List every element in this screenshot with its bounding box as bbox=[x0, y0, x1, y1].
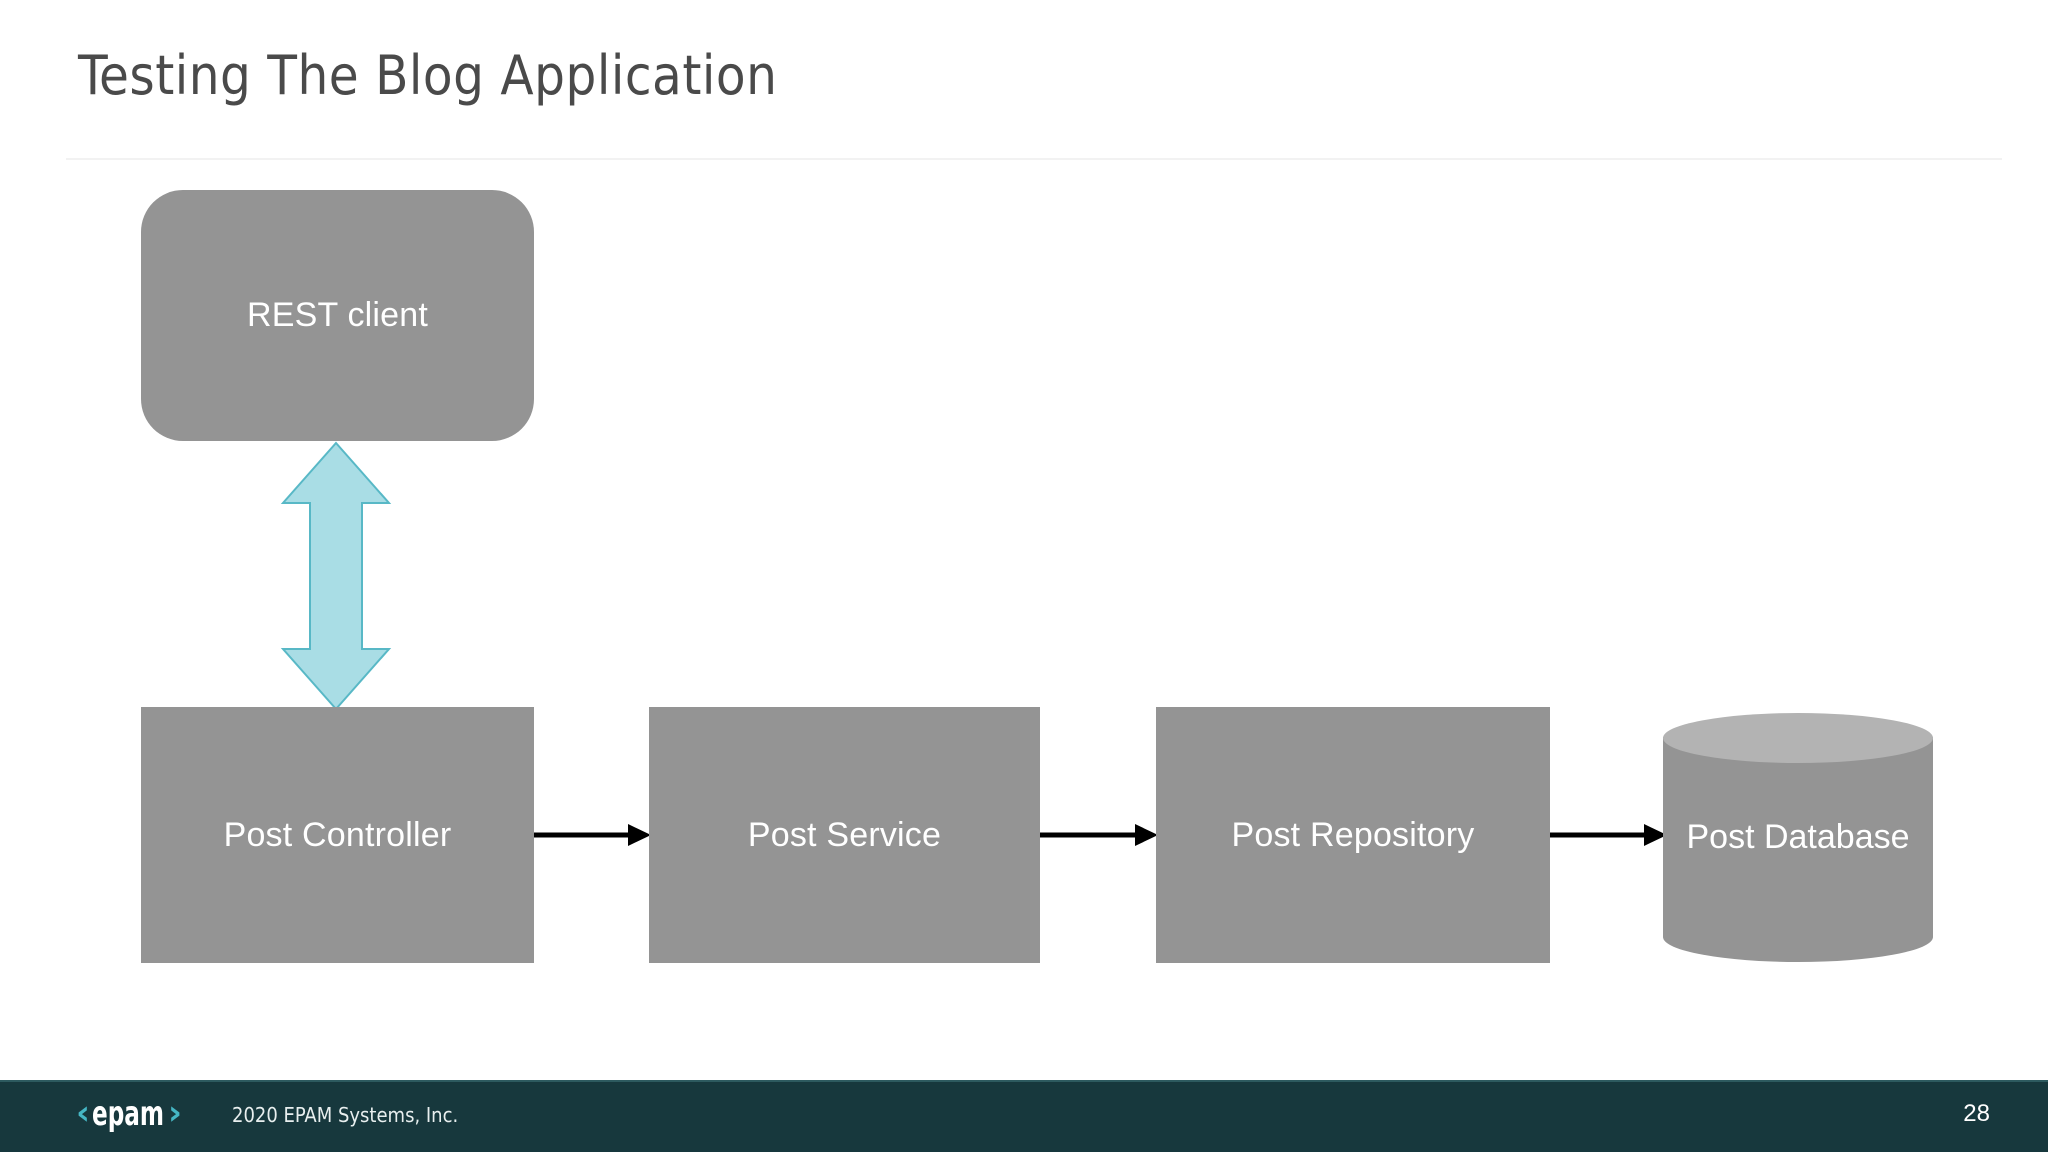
page-number: 28 bbox=[1963, 1100, 1990, 1127]
double-headed-arrow-icon bbox=[280, 441, 392, 711]
cylinder-top-ellipse bbox=[1663, 713, 1933, 763]
svg-text:‹: ‹ bbox=[76, 1093, 90, 1133]
svg-text:›: › bbox=[168, 1093, 182, 1133]
node-label-post-database: Post Database bbox=[1686, 817, 1910, 856]
arrow-head-icon bbox=[1644, 824, 1667, 846]
diagram-node-post-service: Post Service bbox=[649, 707, 1040, 963]
title-divider bbox=[66, 158, 2002, 160]
connector-post-service-to-post-repository bbox=[1040, 824, 1158, 846]
slide-footer bbox=[0, 1080, 2048, 1152]
arrow-head-icon bbox=[628, 824, 651, 846]
svg-text:epam: epam bbox=[92, 1094, 164, 1133]
cylinder-body bbox=[1663, 737, 1933, 937]
node-label-post-repository: Post Repository bbox=[1231, 815, 1475, 854]
epam-logo: ‹ epam › bbox=[76, 1090, 184, 1136]
diagram-node-post-repository: Post Repository bbox=[1156, 707, 1550, 963]
connector-post-repository-to-post-database bbox=[1550, 824, 1667, 846]
diagram-node-post-controller: Post Controller bbox=[141, 707, 534, 963]
diagram-node-rest-client: REST client bbox=[141, 190, 534, 441]
connector-rest-client-to-post-controller bbox=[280, 441, 392, 711]
diagram-node-post-database: Post Database bbox=[1663, 713, 1933, 962]
connector-post-controller-to-post-service bbox=[534, 824, 651, 846]
node-label-rest-client: REST client bbox=[246, 296, 429, 334]
node-label-post-service: Post Service bbox=[747, 815, 942, 854]
page-title: Testing The Blog Application bbox=[78, 44, 778, 107]
node-label-post-controller: Post Controller bbox=[223, 815, 452, 854]
epam-logo-icon: ‹ epam › bbox=[76, 1093, 182, 1133]
footer-copyright: 2020 EPAM Systems, Inc. bbox=[232, 1103, 459, 1127]
arrow-head-icon bbox=[1135, 824, 1158, 846]
